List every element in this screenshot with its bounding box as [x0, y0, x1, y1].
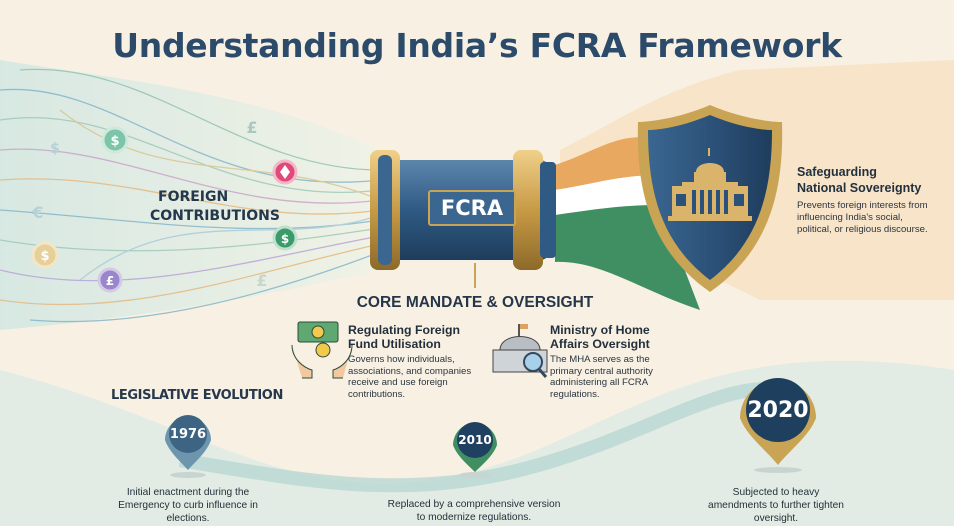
pipe-ring-right: [513, 150, 543, 270]
pound-icon: £: [256, 271, 267, 290]
caption-1976: Initial enactment during the Emergency t…: [118, 487, 258, 524]
core-item-body: The MHA serves as the primary central au…: [550, 354, 653, 400]
svg-text:£: £: [106, 274, 114, 288]
title-line: National Sovereignty: [797, 181, 922, 195]
svg-text:$: $: [110, 134, 119, 149]
label-line: FOREIGN: [158, 189, 229, 205]
title-line: Safeguarding: [797, 165, 877, 179]
label-line: CONTRIBUTIONS: [150, 208, 280, 224]
pin-2020-marker: [740, 378, 816, 473]
year-2020: 2020: [747, 398, 809, 423]
pin-2010-marker: [453, 422, 497, 478]
core-item-fund-utilisation: Regulating Foreign Fund Utilisation Gove…: [348, 323, 483, 400]
year-1976: 1976: [169, 427, 207, 442]
dollar-coin-icon: $: [101, 126, 129, 154]
core-heading-text: CORE MANDATE & OVERSIGHT: [356, 294, 594, 311]
caption-2010: Replaced by a comprehensive version to m…: [387, 499, 561, 523]
foreign-contributions-label: FOREIGN CONTRIBUTIONS: [150, 188, 280, 226]
core-item-body: Governs how individuals, associations, a…: [348, 354, 472, 400]
sovereignty-title: Safeguarding National Sovereignty: [797, 164, 921, 196]
ethereum-coin-icon: [272, 159, 298, 185]
ministry-building-magnifier-icon: [492, 324, 548, 378]
pound-coin-icon: £: [97, 267, 123, 293]
pin-1976-marker: [165, 415, 211, 478]
pound-icon: £: [246, 118, 257, 137]
hands-money-icon: [291, 321, 353, 379]
dollar-coin-icon: $: [31, 241, 59, 269]
core-heading: CORE MANDATE & OVERSIGHT: [0, 294, 954, 312]
page-title: Understanding India’s FCRA Framework: [112, 26, 842, 65]
caption-2020: Subjected to heavy amendments to further…: [708, 487, 844, 524]
core-item-title: Regulating Foreign Fund Utilisation: [348, 323, 461, 351]
svg-text:$: $: [281, 232, 289, 246]
core-item-title: Ministry of Home Affairs Oversight: [550, 323, 650, 351]
svg-text:$: $: [40, 249, 49, 264]
sovereignty-body: Prevents foreign interests from influenc…: [797, 200, 928, 235]
fcra-label: FCRA: [428, 190, 516, 226]
core-item-mha-oversight: Ministry of Home Affairs Oversight The M…: [550, 323, 680, 400]
legislative-heading: LEGISLATIVE EVOLUTION: [111, 388, 283, 403]
dollar-icon: $: [50, 141, 60, 157]
year-2010: 2010: [458, 433, 492, 447]
dollar-coin-icon: $: [272, 225, 298, 251]
euro-icon: €: [31, 203, 43, 222]
